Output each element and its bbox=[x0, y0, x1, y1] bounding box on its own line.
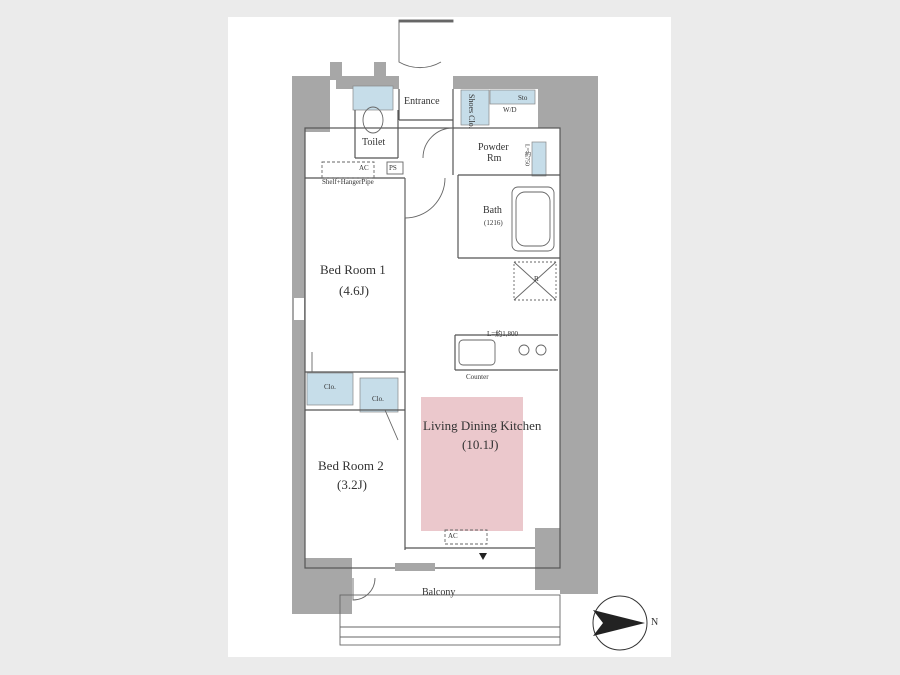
entrance-label: Entrance bbox=[404, 96, 440, 107]
vanity-length-label: L=約750 bbox=[523, 144, 530, 167]
compass bbox=[592, 595, 648, 651]
storage-label: Sto bbox=[518, 94, 528, 102]
bedroom1-size: (4.6J) bbox=[339, 283, 369, 298]
refrigerator-label: R bbox=[534, 275, 539, 283]
ac-label-ldk: AC bbox=[448, 532, 458, 540]
entry-marker bbox=[479, 553, 487, 560]
bath-label: Bath bbox=[483, 205, 502, 216]
toilet-label: Toilet bbox=[362, 137, 386, 148]
balcony-label: Balcony bbox=[422, 587, 456, 598]
bedroom2-size: (3.2J) bbox=[337, 477, 367, 492]
fixtures-lines bbox=[321, 106, 561, 646]
bedroom1-name: Bed Room 1 bbox=[320, 262, 386, 277]
ldk-highlight bbox=[421, 397, 523, 531]
storage-areas bbox=[306, 85, 547, 413]
counter-label: Counter bbox=[466, 373, 489, 381]
closet-label-a: Clo. bbox=[324, 383, 336, 391]
compass-north-label: N bbox=[651, 617, 659, 628]
powder-room-label-1: Powder bbox=[478, 142, 509, 153]
shoes-closet-label: Shoes Clo. bbox=[467, 94, 476, 129]
kitchen-length-label: L=約1,800 bbox=[487, 330, 518, 338]
powder-room-label-2: Rm bbox=[487, 153, 502, 164]
balcony-window bbox=[395, 563, 435, 571]
shelf-label: Shelf+HangerPipe bbox=[322, 178, 374, 186]
bath-size-label: (1216) bbox=[484, 219, 503, 227]
ldk-name: Living Dining Kitchen bbox=[423, 418, 542, 433]
closet-label-b: Clo. bbox=[372, 395, 384, 403]
wd-label: W/D bbox=[503, 106, 517, 114]
ldk-size: (10.1J) bbox=[462, 437, 499, 452]
ps-label: PS bbox=[389, 164, 397, 172]
bedroom2-name: Bed Room 2 bbox=[318, 458, 384, 473]
ac-label-bedroom: AC bbox=[359, 164, 369, 172]
walls bbox=[292, 62, 598, 614]
